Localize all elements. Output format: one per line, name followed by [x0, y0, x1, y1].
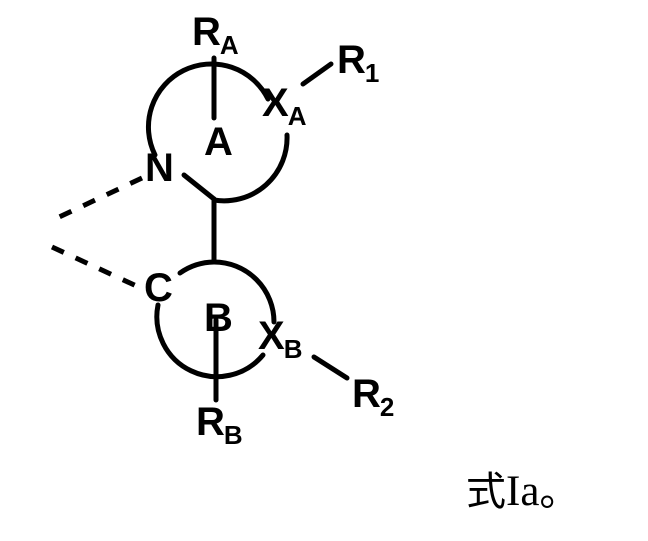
- ring-a-arc-lower-right: [211, 132, 290, 204]
- label-n: N: [145, 146, 174, 190]
- ring-b-bond-vertex-to-c: [177, 259, 217, 276]
- dashed-bond-left-c: [50, 244, 145, 292]
- ring-a-arc-upper-left: [145, 61, 271, 158]
- caption-formula-number: Ia: [506, 468, 540, 515]
- label-xb: XB: [258, 314, 303, 364]
- label-r1: R1: [337, 38, 380, 88]
- label-ring-a: A: [204, 120, 233, 164]
- bond-xb-r2: [311, 354, 350, 381]
- ring-b-arc-lower-left: [154, 302, 266, 380]
- label-xa: XA: [262, 81, 307, 131]
- label-c: C: [144, 266, 173, 310]
- ring-a-bond-n-to-vertex: [181, 172, 217, 202]
- label-rb: RB: [196, 400, 243, 450]
- label-ra: RA: [192, 10, 239, 60]
- dashed-bond-n-left: [53, 175, 144, 222]
- figure-caption: 式Ia。: [466, 470, 579, 513]
- ring-b-arc-upper-right: [211, 259, 277, 325]
- caption-period: 。: [539, 469, 580, 515]
- label-ring-b: B: [204, 296, 233, 340]
- caption-cjk-character: 式: [466, 469, 506, 515]
- label-r2: R2: [352, 372, 395, 422]
- bond-xa-r1: [300, 61, 334, 87]
